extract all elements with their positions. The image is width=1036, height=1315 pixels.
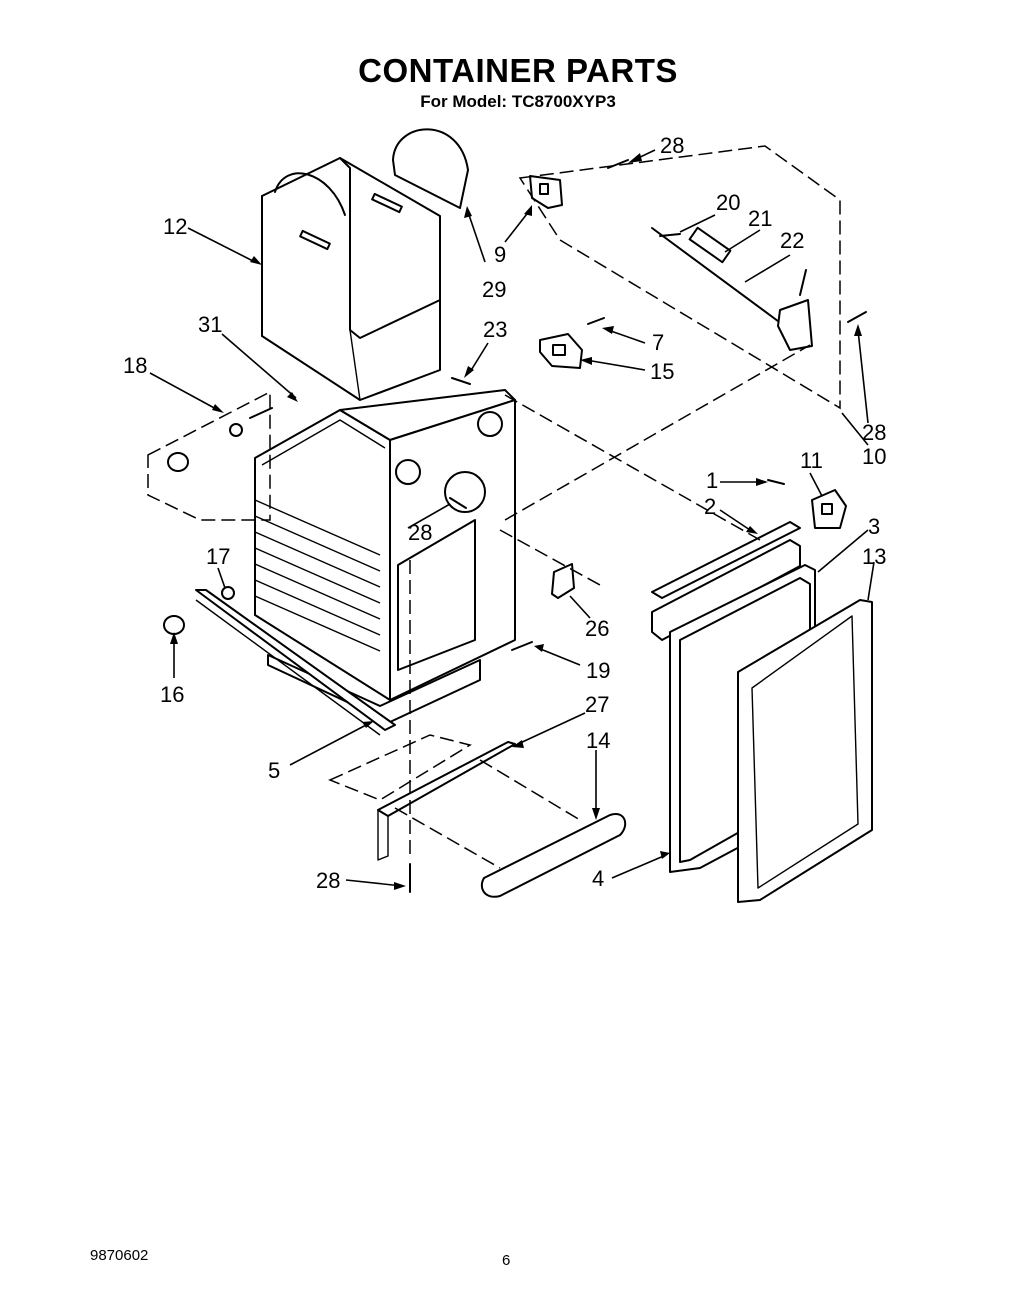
page-number: 6 <box>502 1252 511 1269</box>
callout-leaders <box>149 149 875 887</box>
alignment-line <box>394 807 501 869</box>
callout-4: 4 <box>592 866 604 891</box>
callout-23: 23 <box>483 317 507 342</box>
callout-17: 17 <box>206 544 230 569</box>
alignment-line <box>504 394 761 541</box>
model-subtitle: For Model: TC8700XYP3 <box>420 92 616 111</box>
callout-28: 28 <box>660 133 684 158</box>
side-clip <box>551 563 575 599</box>
callout-31: 31 <box>198 312 222 337</box>
page-title: CONTAINER PARTS <box>358 52 678 89</box>
callout-arrowheads <box>170 153 862 890</box>
callout-22: 22 <box>780 228 804 253</box>
bottom-rail <box>163 586 396 736</box>
callout-12: 12 <box>163 214 187 239</box>
callout-5: 5 <box>268 758 280 783</box>
alignment-line <box>479 759 581 821</box>
callout-21: 21 <box>748 206 772 231</box>
kick-panel-bracket <box>328 734 516 861</box>
cabinet-body <box>254 389 516 723</box>
cabinet-vent-slats <box>254 499 381 652</box>
linkage-outline <box>518 145 841 410</box>
latch-bracket <box>529 175 563 209</box>
callout-11: 11 <box>800 448 823 473</box>
callout-7: 7 <box>652 330 664 355</box>
linkage-rod <box>651 226 813 351</box>
callout-28-cabinet: 28 <box>408 520 432 545</box>
kick-panel-handle <box>480 813 627 898</box>
callout-14: 14 <box>586 728 610 753</box>
callout-13: 13 <box>862 544 886 569</box>
callout-19: 19 <box>586 658 610 683</box>
document-number: 9870602 <box>90 1247 149 1264</box>
callout-18: 18 <box>123 353 147 378</box>
alignment-line <box>504 344 811 521</box>
callout-27: 27 <box>585 692 609 717</box>
callout-28-bottom: 28 <box>316 868 340 893</box>
callout-16: 16 <box>160 682 184 707</box>
control-knob <box>167 407 273 472</box>
callout-10: 10 <box>862 444 886 469</box>
callout-20: 20 <box>716 190 740 215</box>
callout-9: 9 <box>494 242 506 267</box>
door-handle-trim <box>651 521 801 641</box>
callout-2: 2 <box>704 494 716 519</box>
hinge-bracket <box>539 333 583 369</box>
door-hinge <box>811 489 847 529</box>
callout-28-right: 28 <box>862 420 886 445</box>
screw-hardware <box>409 159 867 893</box>
callout-3: 3 <box>868 514 880 539</box>
callout-15: 15 <box>650 359 674 384</box>
control-knob-outline <box>147 390 271 521</box>
callout-1: 1 <box>706 468 718 493</box>
liner-gasket <box>392 128 469 209</box>
container-liner <box>261 157 441 401</box>
callout-26: 26 <box>585 616 609 641</box>
door-gasket <box>737 599 873 903</box>
callout-29: 29 <box>482 277 506 302</box>
